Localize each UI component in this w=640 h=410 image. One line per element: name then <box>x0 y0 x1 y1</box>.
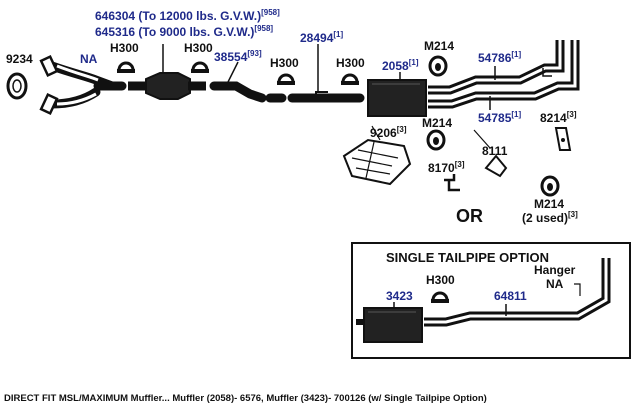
clamp-h300-icon <box>341 73 359 85</box>
label-h300: H300 <box>110 41 139 55</box>
clamp-m214-icon <box>540 175 560 197</box>
clamp-h300-icon <box>117 61 135 73</box>
heat-shield-9206 <box>342 125 412 186</box>
label-9234: 9234 <box>6 52 33 66</box>
label-h300: H300 <box>184 41 213 55</box>
label-m214-qty: (2 used)[3] <box>522 210 578 225</box>
label-645316: 645316 (To 9000 lbs. G.V.W.)[958] <box>95 24 273 39</box>
label-28494: 28494[1] <box>300 30 343 45</box>
label-h300: H300 <box>426 273 455 287</box>
leader-line <box>473 129 491 149</box>
hanger-8111 <box>484 154 508 178</box>
diagram-caption: DIRECT FIT MSL/MAXIMUM Muffler... Muffle… <box>4 393 487 404</box>
clamp-h300-icon <box>191 61 209 73</box>
label-na: NA <box>80 52 98 66</box>
part-9234-gasket <box>6 72 28 100</box>
label-646304: 646304 (To 12000 lbs. G.V.W.)[958] <box>95 8 280 23</box>
tailpipe-54785 <box>428 40 580 110</box>
clamp-m214-icon <box>426 129 446 151</box>
tailpipe-54786 <box>428 40 565 95</box>
label-38554: 38554[93] <box>214 49 262 64</box>
label-3423: 3423 <box>386 289 413 303</box>
label-2058: 2058[1] <box>382 58 419 73</box>
catalytic-converter <box>128 44 206 100</box>
label-m214: M214 <box>424 39 454 53</box>
label-8214: 8214[3] <box>540 110 577 125</box>
label-m214: M214 <box>534 197 564 211</box>
label-54785: 54785[1] <box>478 110 521 125</box>
label-h300: H300 <box>336 56 365 70</box>
label-9206: 9206[3] <box>370 125 407 140</box>
muffler-2058 <box>367 72 427 117</box>
label-64811: 64811 <box>494 289 527 303</box>
label-8111: 8111 <box>482 144 508 158</box>
clamp-h300-icon <box>277 73 295 85</box>
label-h300: H300 <box>270 56 299 70</box>
intermediate-pipe-28494 <box>287 44 365 103</box>
single-tailpipe-option-panel: SINGLE TAILPIPE OPTION H300 3423 64811 H… <box>351 242 631 359</box>
label-54786: 54786[1] <box>478 50 521 65</box>
intermediate-pipe-38554 <box>209 61 267 103</box>
option-title: SINGLE TAILPIPE OPTION <box>386 250 549 265</box>
label-m214: M214 <box>422 116 452 130</box>
bracket-8170 <box>444 174 460 192</box>
label-hanger: Hanger <box>534 263 576 277</box>
y-pipe <box>39 54 127 116</box>
label-hanger-na: NA <box>546 277 564 291</box>
tailpipe-64811 <box>424 258 611 327</box>
label-or: OR <box>456 206 483 226</box>
hanger-8214 <box>554 127 572 151</box>
clamp-h300-icon <box>431 291 449 303</box>
label-8170: 8170[3] <box>428 160 465 175</box>
clamp-m214-icon <box>428 55 448 77</box>
muffler-3423 <box>356 302 423 343</box>
